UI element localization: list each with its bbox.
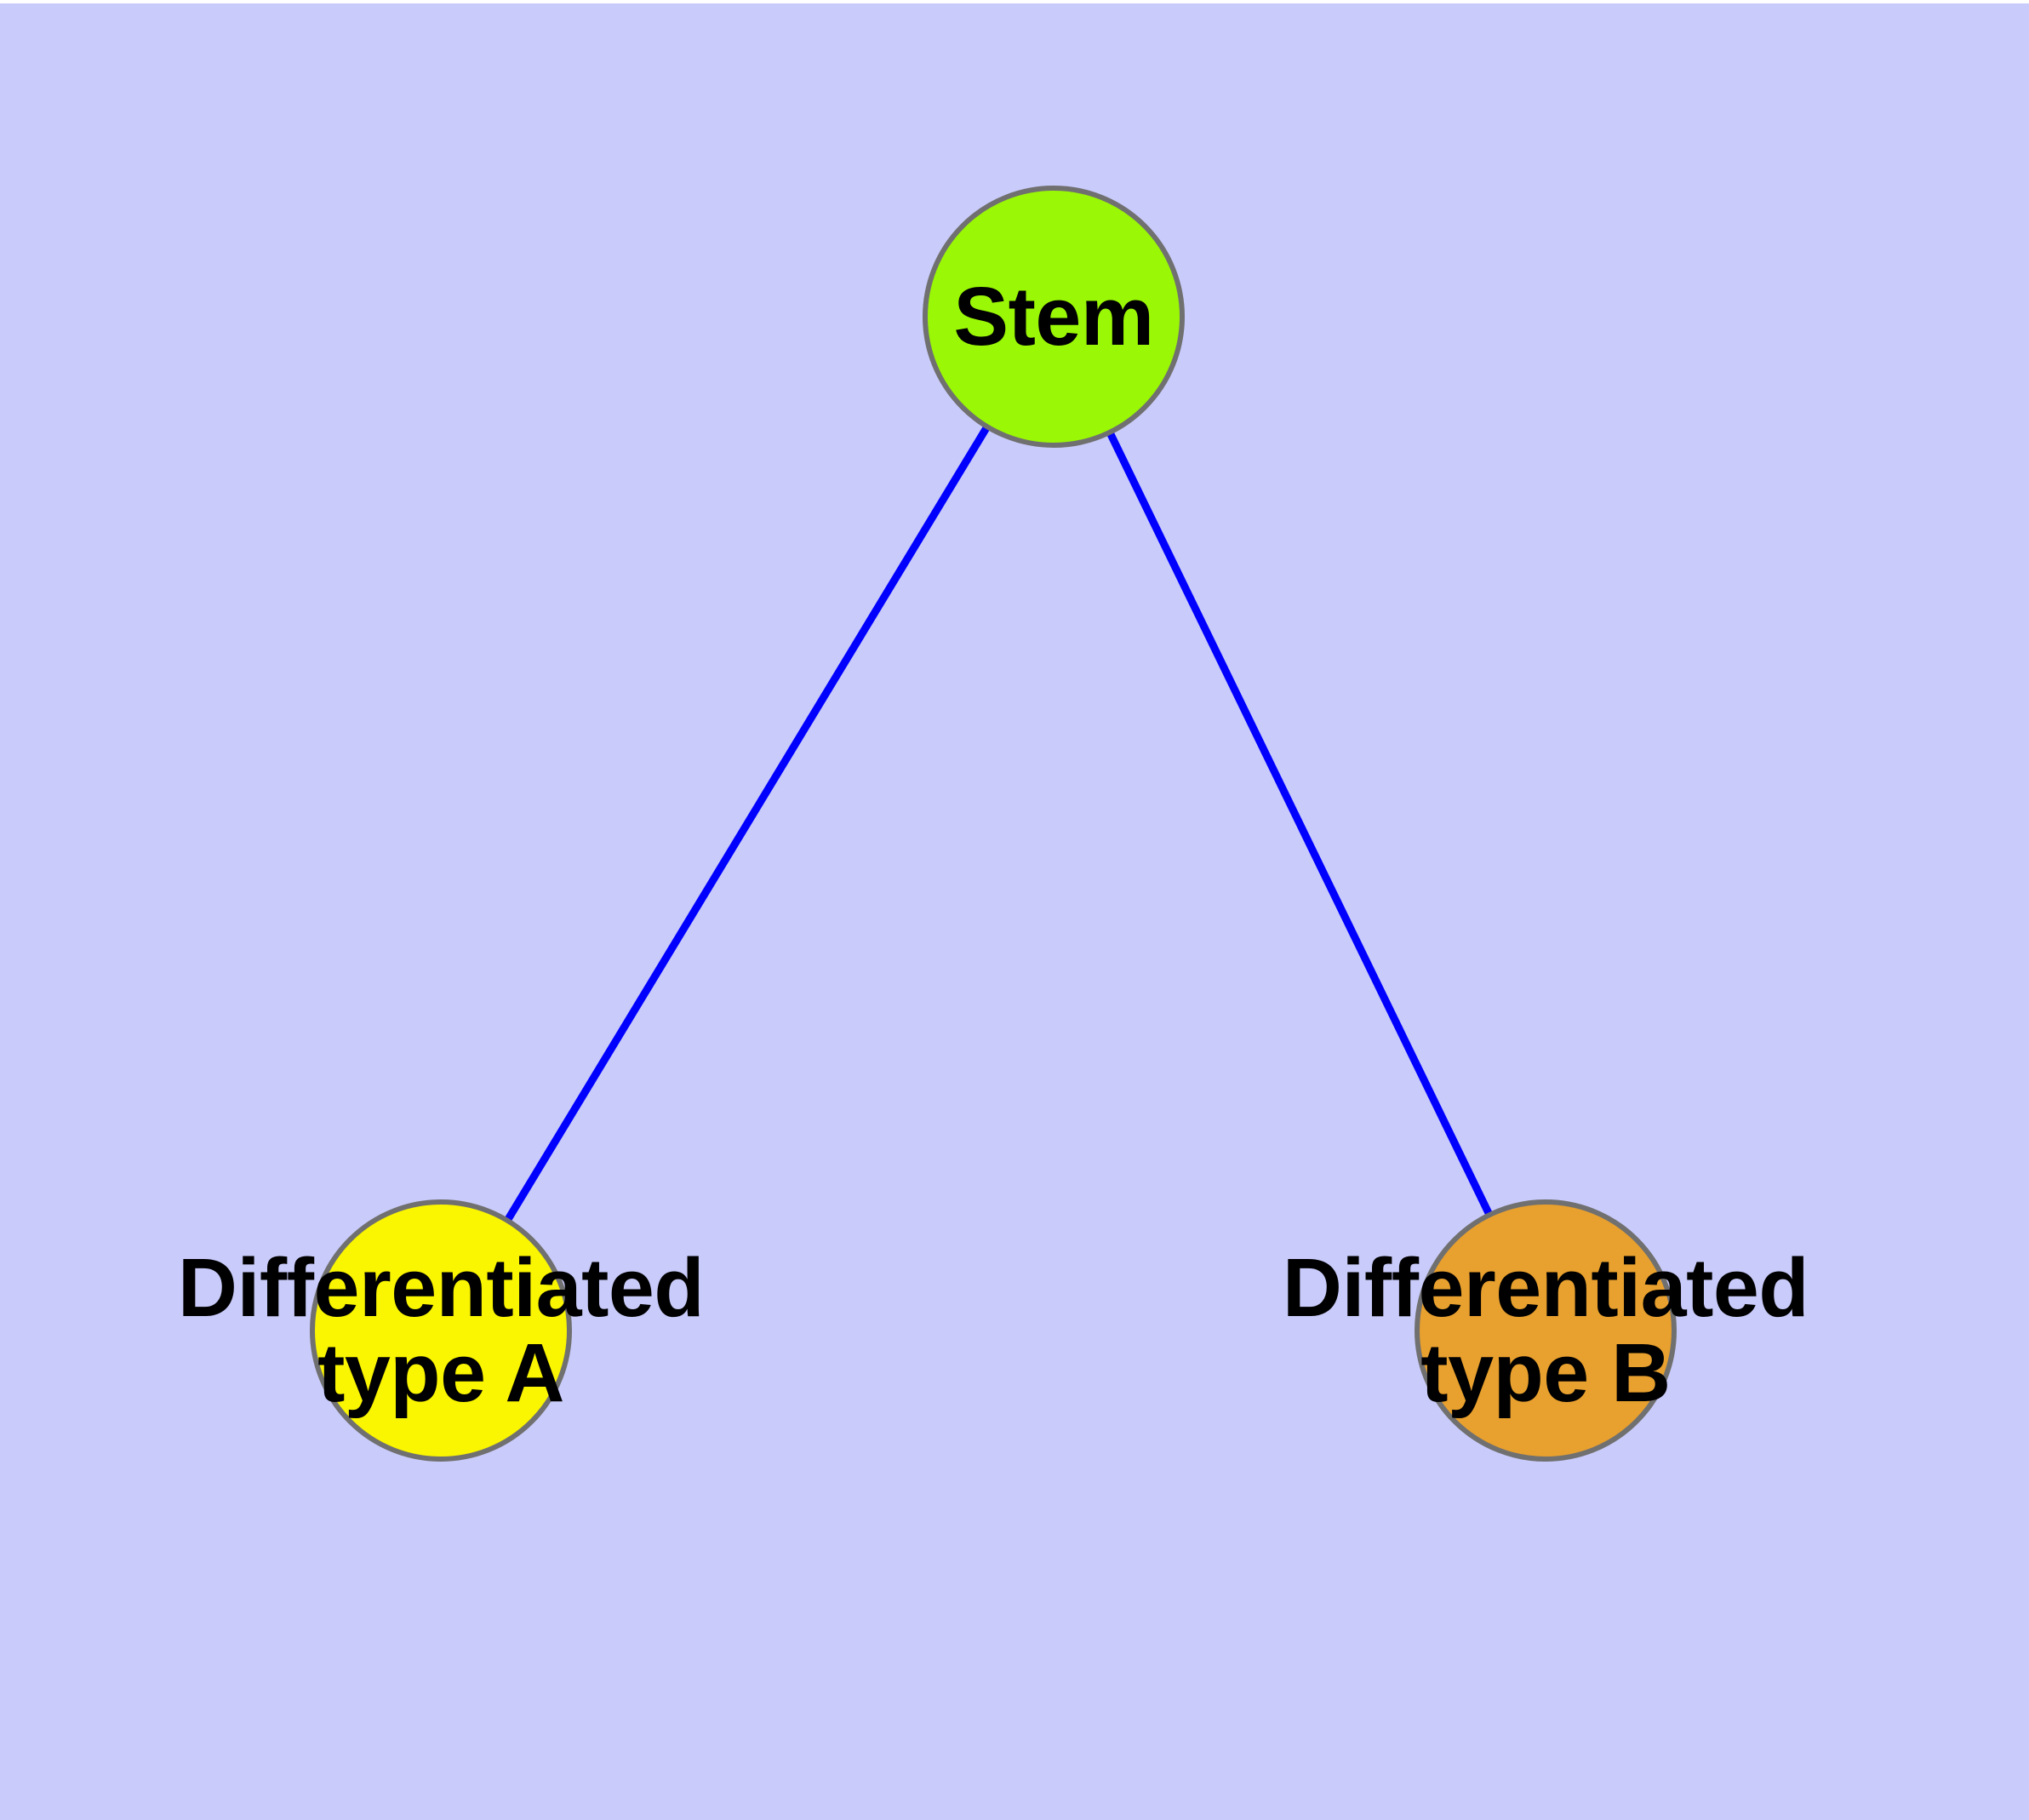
edge-group [437, 314, 1550, 1333]
node-differentiated-type-a[interactable] [310, 1199, 572, 1462]
node-differentiated-type-b[interactable] [1415, 1199, 1677, 1462]
node-group [310, 186, 1677, 1462]
canvas-top-edge-strip [0, 0, 2029, 3]
edge-stem-to-differentiated-type-b[interactable] [1049, 315, 1550, 1332]
edge-stem-to-differentiated-type-a[interactable] [437, 314, 1057, 1333]
node-stem[interactable] [923, 186, 1185, 448]
